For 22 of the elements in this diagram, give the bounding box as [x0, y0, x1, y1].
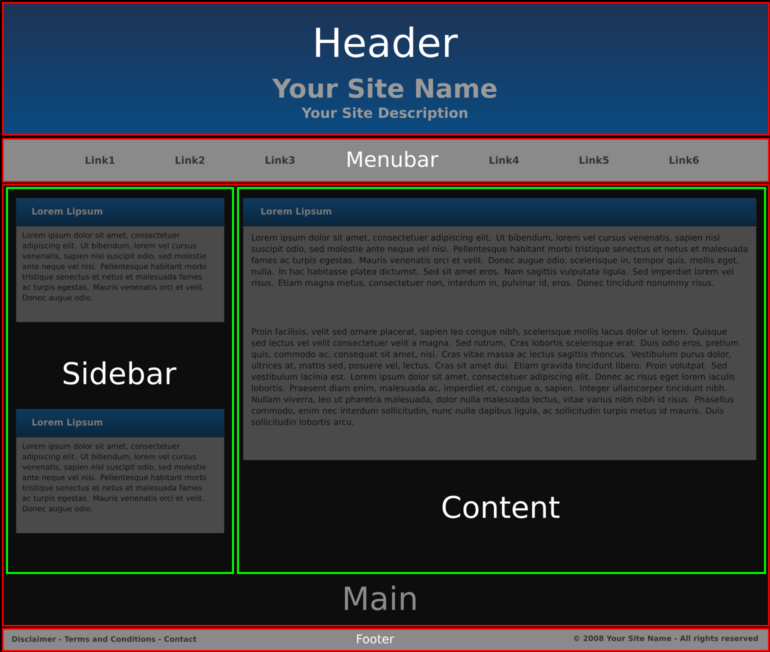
title-bar: Lorem Lipsum: [16, 208, 224, 226]
section-label: Menubar: [348, 150, 438, 168]
nav-link: Link1: [86, 156, 115, 164]
nav-link: Link3: [266, 156, 294, 164]
site-description: Your Site Description: [302, 107, 468, 121]
title-bar: Lorem Lipsum: [242, 208, 756, 226]
nav-link: Link4: [490, 156, 519, 164]
menu-bar: [2, 138, 770, 183]
nav-link: Link6: [670, 156, 699, 164]
title-bar: Lorem Lipsum: [16, 418, 224, 438]
nav-link: Link2: [176, 156, 204, 164]
section-label: Sidebar: [64, 361, 176, 385]
header-band: [2, 2, 770, 136]
section-label: Footer: [357, 634, 394, 644]
section-label: Content: [442, 496, 560, 518]
body-text: Lorem ipsum dolor sit amet, consectetuer adipiscing elit. Ut bibendum, lorem vel cursus venenatis, sapien nisl suscipit odio, sed molestie ante neque vel nisi. Pellentesque habitant morbi tristique senectus et netus et malesuada fames ac turpis egestas. Mauris venenatis orci et velit. Donec augue odio, scelerisque in, tempor quis, mollis eget, nulla. In hac habitasse platea dictumst. Sed sit amet eros. Nam sagittis vulputate ligula. Sed imperdiet lorem vel risus. Etiam magna metus, consectetuer non, interdum in, pulvinar id, eros. Donec tincidunt nonummy risus.: [251, 234, 748, 288]
section-label: Main: [344, 586, 416, 610]
section-label: Header: [316, 26, 458, 58]
body-text: Proin facilisis, velit sed ornare placerat, sapien leo congue nibh, scelerisque mollis lacus dolor ut lorem. Quisque sed lectus vel velit consectetuer velit a magna. Sed rutrum. Cras lobortis scelerisque erat. Duis odio eros, pretium quis, commodo ac, consequat sit amet, nisi. Cras vitae massa ac lectus sagittis rhoncus. Vestibulum purus dolor, ultrices at, mattis sed, posuere vel, lectus. Cras sit amet dui. Etiam gravida tincidunt libero. Proin volutpat. Sed vestibulum lacinia est. Lorem ipsum dolor sit amet, consectetuer adipiscing elit. Donec ac risus eget lorem iaculis lobortis. Praesent diam enim, malesuada ac, imperdiet et, congue a, sapien. Integer ullamcorper tincidunt nibh. Nullam viverra, leo ut pharetra malesuada, dolor nulla malesuada lectus, vitae varius nibh nibh id risus. Phasellus commodo, enim nec interdum sollicitudin, nunc nulla dapibus ligula, ac sollicitudin turpis metus id mauris. Duis sollicitudin lobortis arcu.: [251, 328, 738, 426]
nav-link: Link5: [580, 156, 609, 164]
footer-bar: [2, 628, 770, 652]
site-title: Your Site Name: [272, 78, 496, 98]
